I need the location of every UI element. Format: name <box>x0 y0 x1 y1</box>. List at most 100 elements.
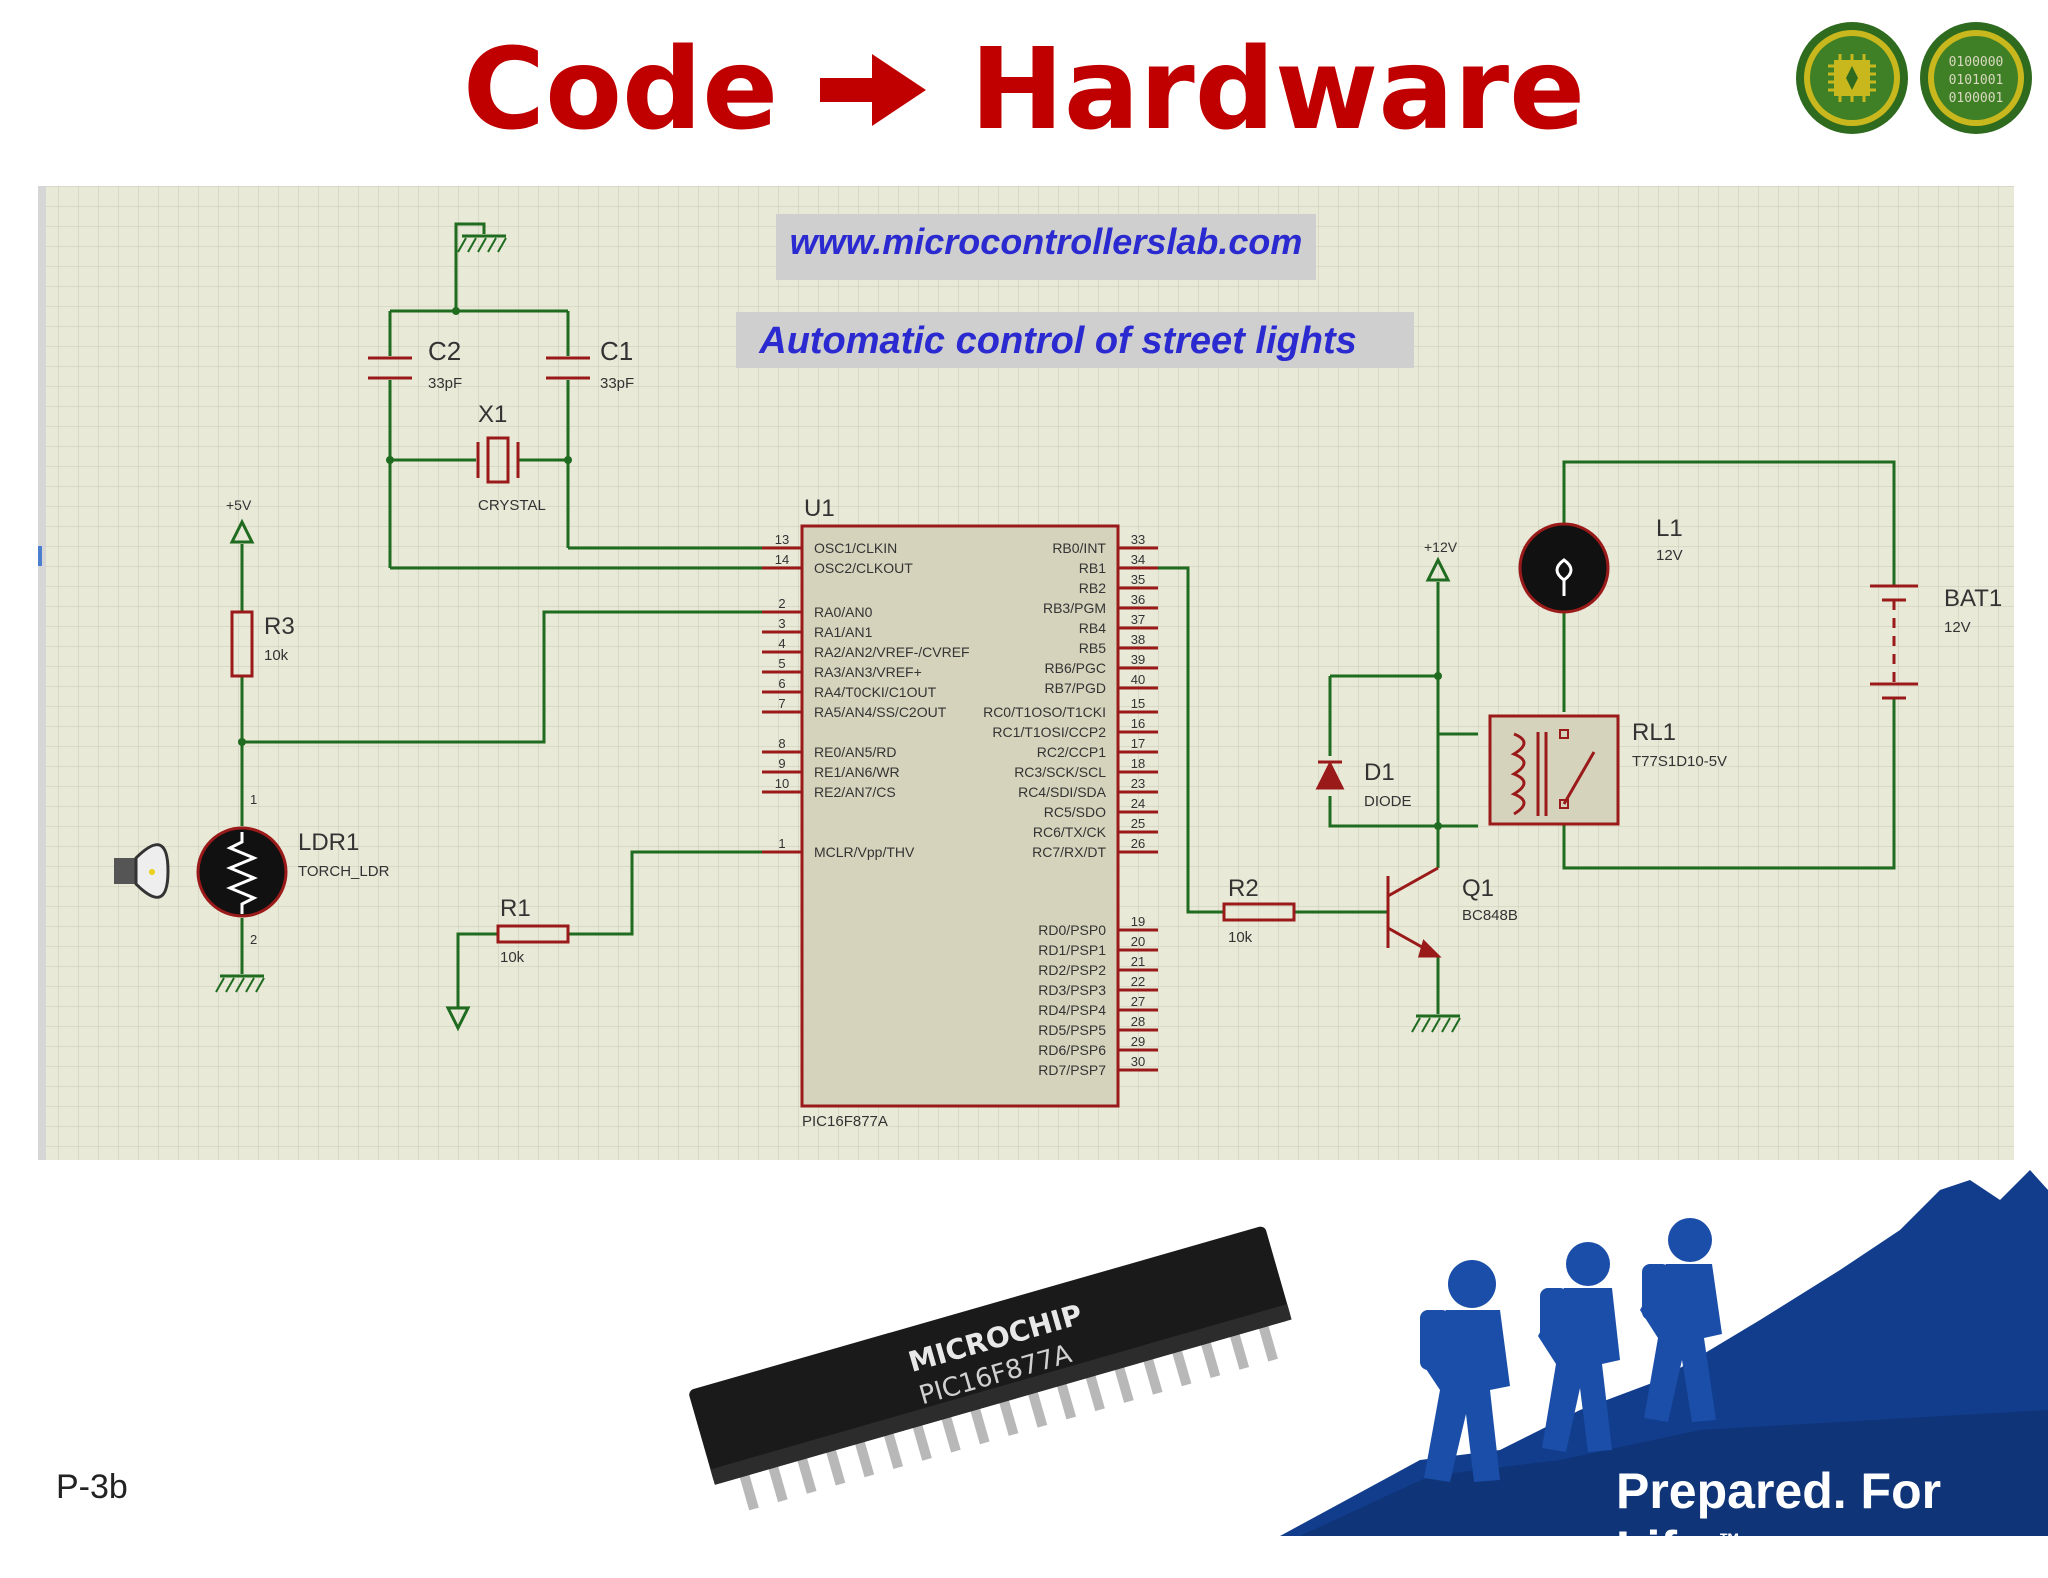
pin-label: RD2/PSP2 <box>1038 962 1106 978</box>
r2-ref: R2 <box>1228 875 1259 902</box>
battery-bat1-icon <box>1870 584 1918 700</box>
pin-label: RE1/AN6/WR <box>814 764 900 780</box>
pin-number: 39 <box>1131 652 1145 667</box>
pin-label: RC4/SDI/SDA <box>1018 784 1107 800</box>
pin-label: RB5 <box>1079 640 1106 656</box>
r1-value: 10k <box>500 949 525 966</box>
junctions <box>238 307 1442 830</box>
pin-label: RC6/TX/CK <box>1033 824 1107 840</box>
banner-url-box <box>776 214 1316 280</box>
pin-number: 10 <box>775 776 789 791</box>
hiker-icon <box>1640 1218 1722 1422</box>
circuit-schematic: www.microcontrollerslab.com Automatic co… <box>38 186 2014 1160</box>
pin-number: 28 <box>1131 1014 1145 1029</box>
arrow-right-icon <box>820 54 927 126</box>
pin-label: RC7/RX/DT <box>1032 844 1106 860</box>
pin-label: RD7/PSP7 <box>1038 1062 1106 1078</box>
vcc5-label: +5V <box>226 497 252 513</box>
rl1-value: T77S1D10-5V <box>1632 753 1727 770</box>
c1-ref: C1 <box>600 336 633 366</box>
ground-r1-arrow-icon <box>445 1006 471 1032</box>
diode-d1-icon <box>1315 760 1345 790</box>
q1-value: BC848B <box>1462 907 1518 924</box>
pin-label: RB6/PGC <box>1045 660 1106 676</box>
pin-label: RC5/SDO <box>1044 804 1106 820</box>
mcu-body <box>800 524 1120 1108</box>
pin-number: 40 <box>1131 672 1145 687</box>
pin-label: RA4/T0CKI/C1OUT <box>814 684 937 700</box>
pin-number: 13 <box>775 532 789 547</box>
slide-title: Code Hardware <box>0 20 2048 160</box>
ldr-pin1: 1 <box>250 792 257 807</box>
pin-number: 27 <box>1131 994 1145 1009</box>
pin-label: RB0/INT <box>1052 540 1106 556</box>
resistor-r1-icon <box>496 924 570 944</box>
pin-label: RA3/AN3/VREF+ <box>814 664 922 680</box>
pin-number: 37 <box>1131 612 1145 627</box>
pin-number: 1 <box>778 836 785 851</box>
x1-value: CRYSTAL <box>478 497 546 514</box>
bat1-value: 12V <box>1944 619 1971 636</box>
pin-label: RD5/PSP5 <box>1038 1022 1106 1038</box>
pin-label: RA0/AN0 <box>814 604 873 620</box>
pin-label: RB1 <box>1079 560 1106 576</box>
pin-number: 3 <box>778 616 785 631</box>
pin-label: RB7/PGD <box>1045 680 1106 696</box>
pin-label: RE0/AN5/RD <box>814 744 896 760</box>
power-12v-icon <box>1425 556 1451 582</box>
capacitor-c2-icon <box>368 356 412 380</box>
pin-number: 14 <box>775 552 789 567</box>
electronics-badge-icon <box>1796 22 1908 134</box>
chip-photo: MICROCHIP PIC16F877A <box>689 1226 1292 1511</box>
slogan: Prepared. For Life.™ <box>1616 1462 2048 1578</box>
pin-number: 16 <box>1131 716 1145 731</box>
pin-number: 21 <box>1131 954 1145 969</box>
pin-label: RB3/PGM <box>1043 600 1106 616</box>
pin-number: 20 <box>1131 934 1145 949</box>
c2-value: 33pF <box>428 375 462 392</box>
pin-number: 6 <box>778 676 785 691</box>
pin-label: RD0/PSP0 <box>1038 922 1106 938</box>
banner-title-box <box>736 312 1414 368</box>
resistor-r2-icon <box>1222 902 1296 922</box>
ldr-pin2: 2 <box>250 932 257 947</box>
hiker-icon <box>1420 1260 1510 1482</box>
pin-number: 9 <box>778 756 785 771</box>
pin-label: RD1/PSP1 <box>1038 942 1106 958</box>
pin-number: 8 <box>778 736 785 751</box>
pin-number: 30 <box>1131 1054 1145 1069</box>
pin-number: 18 <box>1131 756 1145 771</box>
pin-label: OSC1/CLKIN <box>814 540 897 556</box>
mcu-part: PIC16F877A <box>802 1113 888 1130</box>
banner-url: www.microcontrollerslab.com <box>790 221 1303 262</box>
title-code: Code <box>462 25 779 155</box>
c2-ref: C2 <box>428 336 461 366</box>
pin-label: RC0/T1OSO/T1CKI <box>983 704 1106 720</box>
pin-number: 23 <box>1131 776 1145 791</box>
pin-number: 7 <box>778 696 785 711</box>
rl1-ref: RL1 <box>1632 719 1676 746</box>
pin-label: RB2 <box>1079 580 1106 596</box>
pin-number: 5 <box>778 656 785 671</box>
vcc12-label: +12V <box>1424 539 1458 555</box>
pin-number: 4 <box>778 636 785 651</box>
